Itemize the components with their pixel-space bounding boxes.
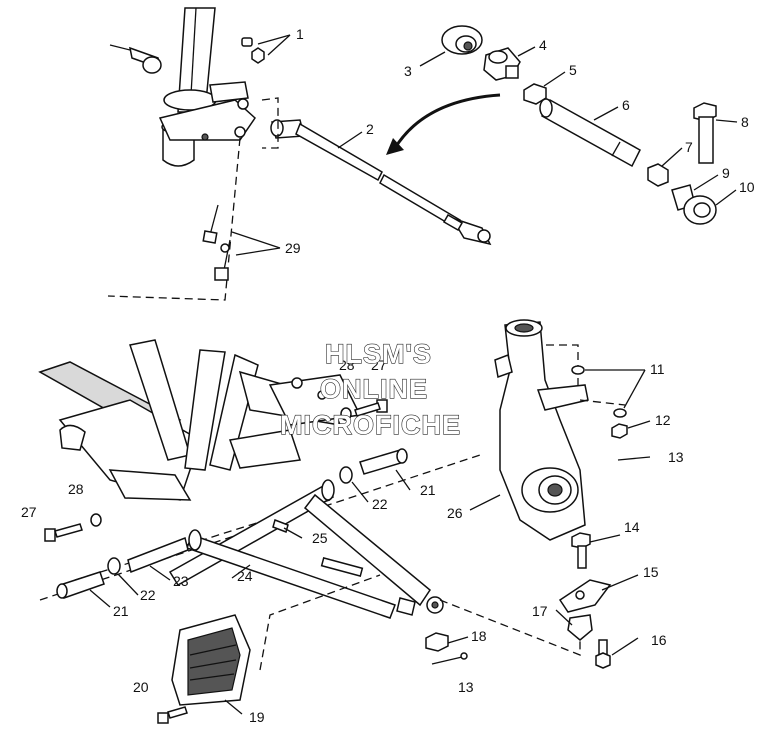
callout-21-left: 21 bbox=[113, 603, 129, 619]
bolt-16 bbox=[595, 639, 611, 669]
cotter-pin-13-upper bbox=[617, 456, 651, 461]
nut-1 bbox=[241, 37, 265, 64]
skid-plate bbox=[171, 614, 251, 706]
leader-lines bbox=[89, 34, 738, 715]
washer-28-upper bbox=[340, 407, 352, 421]
callout-28-left: 28 bbox=[68, 481, 84, 497]
watermark-line-1: HLSM'S bbox=[325, 339, 432, 369]
callout-22-left: 22 bbox=[140, 587, 156, 603]
bushing-22-lower bbox=[107, 557, 121, 575]
callout-13-upper: 13 bbox=[668, 449, 684, 465]
nut-7 bbox=[647, 163, 669, 187]
plate-15 bbox=[558, 579, 612, 613]
callout-28-upper: 28 bbox=[339, 357, 355, 373]
nut-5 bbox=[523, 83, 547, 105]
callout-4: 4 bbox=[539, 37, 547, 53]
callout-8: 8 bbox=[741, 114, 749, 130]
callout-27-left: 27 bbox=[21, 504, 37, 520]
bolt-29 bbox=[202, 204, 231, 281]
callout-21-right: 21 bbox=[420, 482, 436, 498]
callout-2: 2 bbox=[366, 121, 374, 137]
upper-tie-rod-end bbox=[109, 44, 162, 74]
callout-3: 3 bbox=[404, 63, 412, 79]
callout-15: 15 bbox=[643, 564, 659, 580]
pivot-tube-21-lower bbox=[56, 571, 105, 599]
watermark-line-3: MICROFICHE bbox=[280, 410, 461, 440]
callout-7: 7 bbox=[685, 139, 693, 155]
ball-joint-17 bbox=[567, 614, 593, 641]
washer-11 bbox=[571, 365, 627, 418]
callout-16: 16 bbox=[651, 632, 667, 648]
callout-22-right: 22 bbox=[372, 496, 388, 512]
callout-29: 29 bbox=[285, 240, 301, 256]
callout-labels: 1 2 3 4 5 6 7 8 9 10 11 12 13 13 14 15 1… bbox=[21, 26, 755, 725]
bolt-8 bbox=[693, 102, 717, 164]
callout-27-upper: 27 bbox=[371, 357, 387, 373]
direction-arrow bbox=[393, 93, 501, 149]
callout-25: 25 bbox=[312, 530, 328, 546]
callout-6: 6 bbox=[622, 97, 630, 113]
watermark-line-2: ONLINE bbox=[320, 374, 428, 404]
callout-12: 12 bbox=[655, 412, 671, 428]
nut-18 bbox=[425, 632, 449, 652]
a-arm bbox=[168, 479, 444, 619]
bolt-27-lower bbox=[44, 523, 83, 542]
nut-12 bbox=[611, 423, 628, 439]
callout-26: 26 bbox=[447, 505, 463, 521]
callout-9: 9 bbox=[722, 165, 730, 181]
callout-18: 18 bbox=[471, 628, 487, 644]
bolt-20 bbox=[157, 706, 188, 724]
pivot-tube-21-upper bbox=[359, 448, 408, 475]
bushing-4 bbox=[483, 47, 521, 81]
bushing-22-upper bbox=[339, 466, 353, 484]
shaft-6 bbox=[539, 98, 641, 168]
tie-rod-end-3 bbox=[441, 25, 483, 55]
callout-14: 14 bbox=[624, 519, 640, 535]
callout-20: 20 bbox=[133, 679, 149, 695]
bolt-14 bbox=[571, 532, 591, 569]
pivot-shaft-23 bbox=[127, 536, 189, 574]
callout-23: 23 bbox=[173, 573, 189, 589]
frame-section bbox=[38, 339, 362, 501]
tie-rod bbox=[270, 119, 492, 246]
grease-fitting-25 bbox=[272, 519, 289, 533]
callout-13-lower: 13 bbox=[458, 679, 474, 695]
callout-5: 5 bbox=[569, 62, 577, 78]
washer-28-lower bbox=[90, 513, 102, 527]
cotter-pin-13-lower bbox=[431, 652, 468, 665]
callout-19: 19 bbox=[249, 709, 265, 725]
spindle-knuckle bbox=[494, 319, 589, 541]
callout-1: 1 bbox=[296, 26, 304, 42]
callout-24: 24 bbox=[237, 568, 253, 584]
steering-post bbox=[158, 7, 256, 167]
ball-joint-10 bbox=[683, 195, 717, 225]
bolt-27-upper bbox=[354, 399, 388, 417]
watermark: HLSM'S ONLINE MICROFICHE bbox=[279, 338, 461, 440]
callout-17: 17 bbox=[532, 603, 548, 619]
callout-10: 10 bbox=[739, 179, 755, 195]
callout-11: 11 bbox=[650, 361, 665, 377]
